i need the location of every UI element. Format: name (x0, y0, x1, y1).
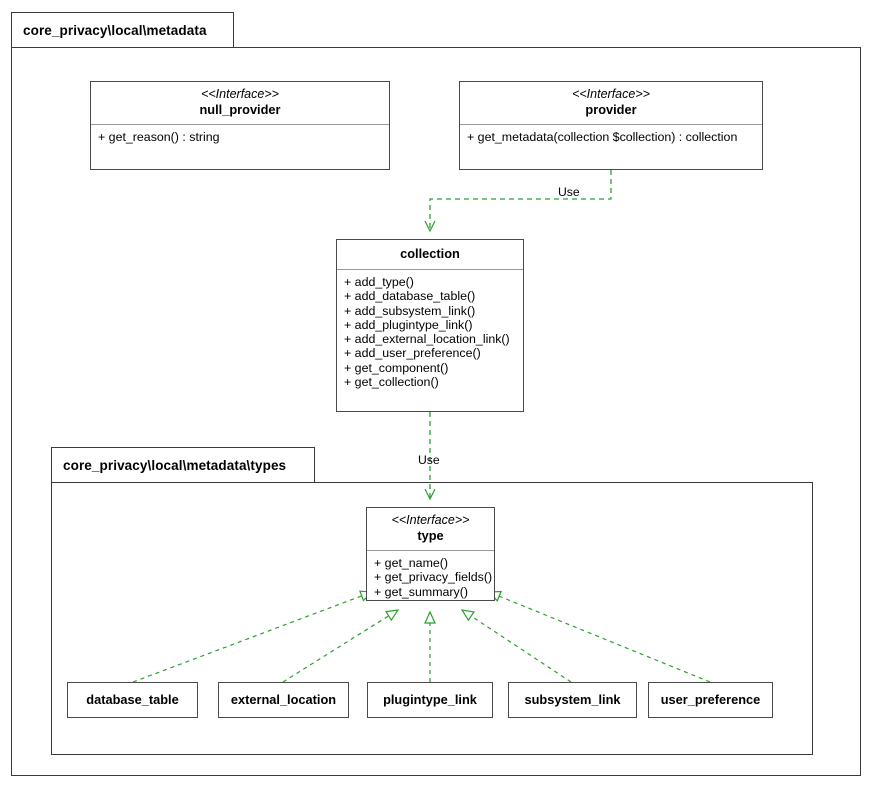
class-member: + get_summary() (374, 584, 468, 599)
class-name-collection: collection (400, 246, 460, 261)
class-name-external-location: external_location (230, 692, 337, 707)
class-name-type: type (417, 528, 444, 543)
class-member: + get_reason() : string (98, 130, 220, 144)
class-member: + get_collection() (344, 375, 439, 390)
class-header-collection: collection (337, 240, 523, 270)
class-box-type[interactable]: <<Interface>> type + get_name() + get_pr… (366, 507, 495, 601)
package-label-core-privacy-local-metadata: core_privacy\local\metadata (11, 12, 234, 48)
class-box-database-table[interactable]: database_table (67, 682, 198, 718)
class-member: + add_subsystem_link() (344, 303, 476, 318)
class-header-provider: <<Interface>> provider (460, 82, 762, 125)
class-member: + add_type() (344, 275, 414, 289)
class-name-plugintype-link: plugintype_link (383, 692, 477, 707)
class-header-null-provider: <<Interface>> null_provider (91, 82, 389, 125)
edge-label-collection-uses-type: Use (418, 453, 440, 467)
class-name-null-provider: null_provider (199, 102, 281, 117)
edge-label-provider-uses-collection: Use (558, 185, 580, 199)
class-member: + get_name() (374, 556, 449, 570)
class-member: + add_plugintype_link() (344, 317, 473, 332)
package-label-core-privacy-local-metadata-types: core_privacy\local\metadata\types (51, 447, 315, 483)
package-core-privacy-local-metadata-types (51, 482, 813, 755)
class-member: + get_metadata(collection $collection) :… (467, 130, 738, 144)
class-members-provider: + get_metadata(collection $collection) :… (460, 125, 762, 149)
class-name-user-preference: user_preference (660, 692, 761, 707)
package-title-root: core_privacy\local\metadata (23, 22, 207, 38)
class-members-type: + get_name() + get_privacy_fields() + ge… (367, 551, 494, 604)
class-name-provider: provider (585, 102, 637, 117)
class-stereotype-type: <<Interface>> (391, 513, 470, 527)
class-member: + add_external_location_link() (344, 332, 510, 347)
class-members-null-provider: + get_reason() : string (91, 125, 389, 149)
class-member: + get_privacy_fields() (374, 570, 493, 585)
class-stereotype-null-provider: <<Interface>> (201, 87, 279, 101)
class-box-plugintype-link[interactable]: plugintype_link (367, 682, 493, 718)
class-stereotype-provider: <<Interface>> (572, 87, 650, 101)
class-box-external-location[interactable]: external_location (218, 682, 349, 718)
class-member: + add_database_table() (344, 289, 476, 304)
class-box-collection[interactable]: collection + add_type() + add_database_t… (336, 239, 524, 412)
class-name-database-table: database_table (86, 692, 179, 707)
class-box-subsystem-link[interactable]: subsystem_link (508, 682, 637, 718)
class-members-collection: + add_type() + add_database_table() + ad… (337, 270, 523, 394)
class-name-subsystem-link: subsystem_link (524, 692, 621, 707)
package-title-types: core_privacy\local\metadata\types (63, 457, 287, 473)
class-header-type: <<Interface>> type (367, 508, 494, 551)
class-box-null-provider[interactable]: <<Interface>> null_provider + get_reason… (90, 81, 390, 170)
class-member: + add_user_preference() (344, 346, 481, 361)
package-core-privacy-local-metadata (11, 47, 861, 776)
class-box-user-preference[interactable]: user_preference (648, 682, 773, 718)
class-box-provider[interactable]: <<Interface>> provider + get_metadata(co… (459, 81, 763, 170)
class-member: + get_component() (344, 360, 449, 375)
